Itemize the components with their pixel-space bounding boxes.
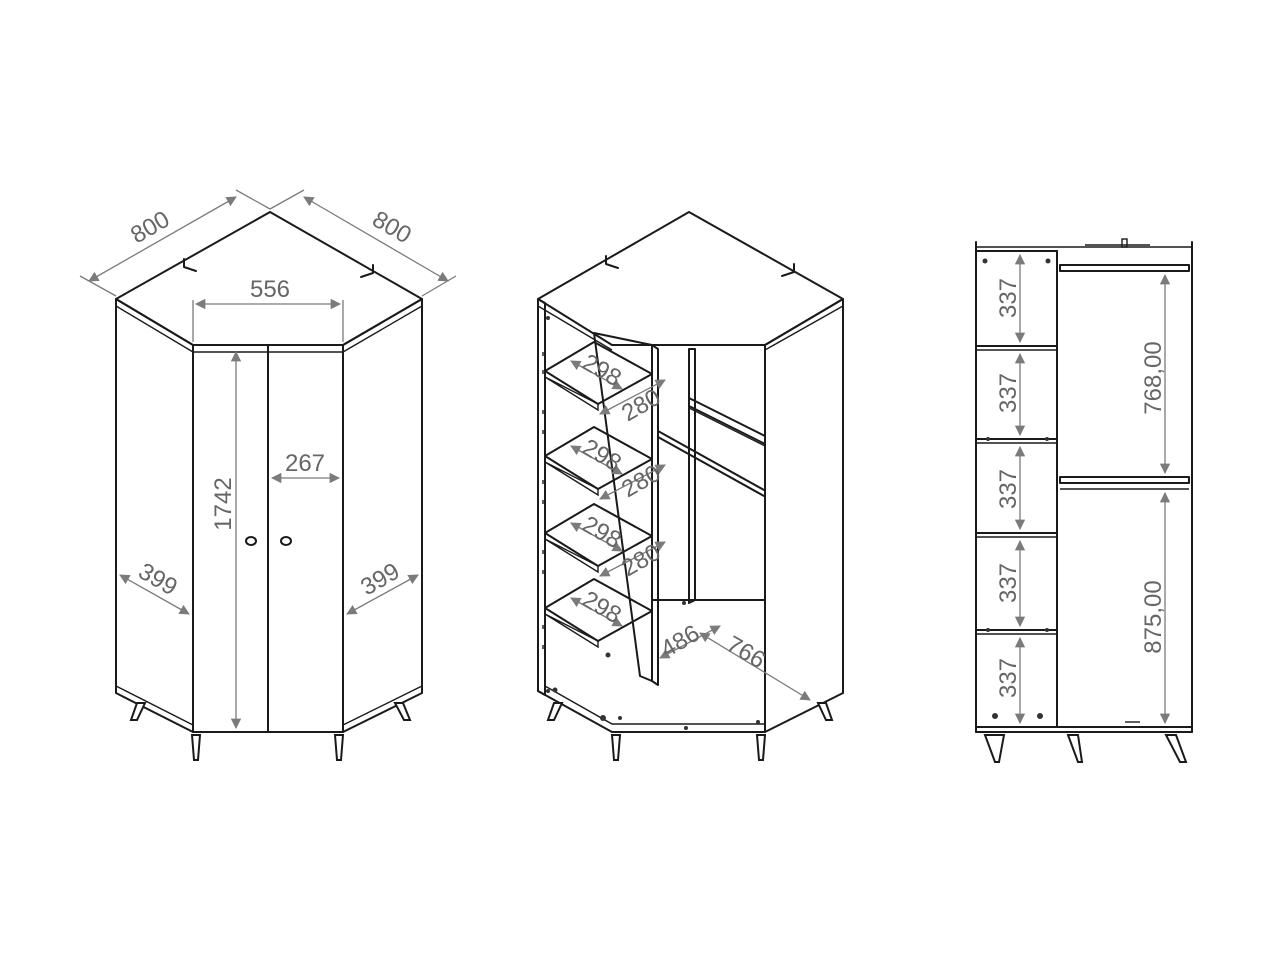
- lower-hanging-rail: [1059, 476, 1190, 484]
- dim-inner-long: 766: [722, 631, 770, 674]
- dim-compartment-5: 337: [995, 658, 1022, 698]
- front-elevation-view: 337 337 337 337 337 768,00 875,00: [975, 238, 1193, 763]
- dim-compartment-3: 337: [995, 469, 1022, 509]
- dim-compartment-1: 337: [995, 278, 1022, 318]
- dim-door-width: 267: [285, 450, 325, 477]
- closed-wardrobe-view: 800 800 556 1742 267 399 399: [79, 189, 457, 761]
- shelves: [544, 341, 653, 649]
- dim-width-left: 800: [126, 206, 174, 249]
- hanging-rail: [657, 397, 766, 497]
- right-door-handle-icon: [280, 536, 292, 546]
- dim-front-width: 556: [250, 276, 290, 303]
- dim-compartment-4: 337: [995, 563, 1022, 603]
- wall-bracket-left-icon: [183, 258, 197, 272]
- dim-compartment-2: 337: [995, 373, 1022, 413]
- dim-side-right: 399: [356, 558, 404, 601]
- closed-wardrobe-legs: [129, 702, 412, 761]
- dim-lower-hanging: 875,00: [1140, 580, 1167, 653]
- front-elevation-legs: [983, 734, 1188, 763]
- dim-height: 1742: [210, 477, 237, 530]
- dim-width-right: 800: [368, 206, 416, 249]
- wall-bracket-right-icon: [781, 263, 795, 277]
- upper-hanging-rail: [1059, 264, 1190, 272]
- interior-legs: [546, 702, 834, 761]
- left-door-handle-icon: [245, 536, 257, 546]
- front-elevation-body: [975, 238, 1193, 733]
- interior-view: 298 298 298 298 280 280 280 486 766: [537, 211, 844, 761]
- interior-body: [537, 211, 844, 733]
- dim-side-left: 399: [134, 558, 182, 601]
- dim-upper-hanging: 768,00: [1140, 341, 1167, 414]
- wall-bracket-left-icon: [605, 255, 619, 269]
